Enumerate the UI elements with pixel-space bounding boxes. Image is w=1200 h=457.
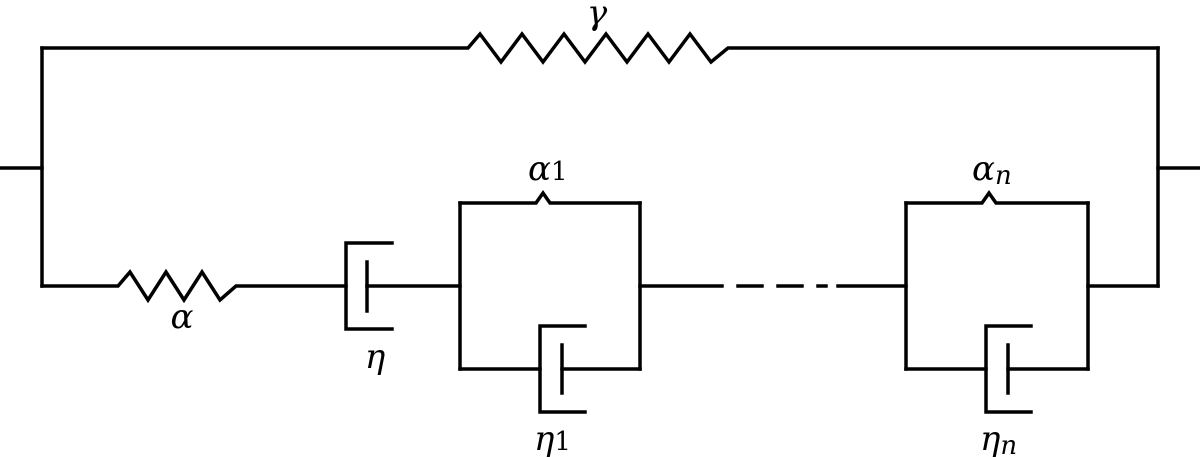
label-alpha-1-base: α <box>528 149 551 189</box>
kelvin-element-1 <box>458 189 642 414</box>
dashpot-eta <box>344 241 462 331</box>
kelvin-element-n <box>904 189 1160 414</box>
label-alpha-n-sub: n <box>995 161 1012 191</box>
label-eta-n: ηn <box>980 419 1017 457</box>
label-eta-n-base: η <box>980 419 1001 457</box>
label-alpha: α <box>171 297 194 337</box>
label-alpha-n: αn <box>972 149 1012 191</box>
dashpot-eta-1 <box>458 324 642 414</box>
label-eta-n-sub: n <box>1000 431 1017 457</box>
label-alpha-1: α1 <box>528 149 568 189</box>
spring-gamma <box>40 31 1160 65</box>
label-eta-1-sub: 1 <box>554 427 571 457</box>
label-eta-1-base: η <box>534 419 555 457</box>
spring-alpha-n <box>904 189 1090 205</box>
label-eta-1: η1 <box>534 419 571 457</box>
label-gamma: γ <box>587 0 608 33</box>
label-alpha-n-base: α <box>972 149 995 189</box>
spring-alpha <box>40 268 348 304</box>
spring-alpha-1 <box>458 189 642 205</box>
label-alpha-1-sub: 1 <box>551 157 568 187</box>
label-eta: η <box>365 337 386 377</box>
dashpot-eta-n <box>904 324 1090 414</box>
